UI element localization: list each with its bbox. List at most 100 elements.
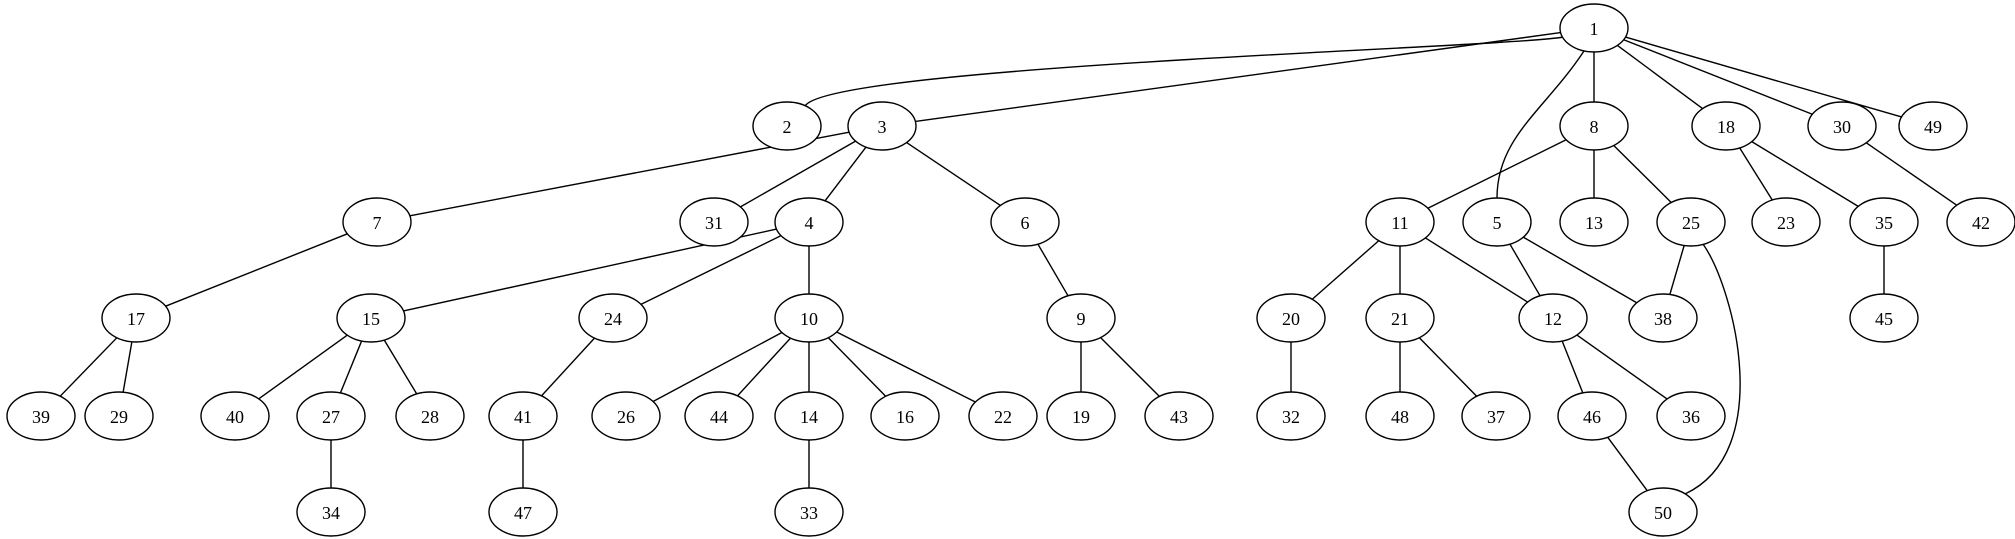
edge-25-50 — [1684, 243, 1741, 495]
node-14-label: 14 — [800, 407, 818, 427]
node-36-label: 36 — [1682, 407, 1700, 427]
node-38-ellipse — [1628, 293, 1698, 343]
node-35-label: 35 — [1875, 213, 1893, 233]
node-36: 36 — [1656, 391, 1726, 441]
edge-3-4 — [824, 146, 867, 202]
node-50: 50 — [1628, 487, 1698, 537]
edge-15-27 — [339, 340, 363, 394]
node-30: 30 — [1807, 101, 1877, 151]
edge-5-38 — [1522, 236, 1638, 304]
edge-6-9 — [1037, 243, 1069, 297]
edge-8-11 — [1427, 139, 1567, 209]
node-13-label: 13 — [1585, 213, 1603, 233]
node-8-ellipse — [1559, 101, 1629, 151]
node-29: 29 — [84, 391, 154, 441]
node-44-ellipse — [684, 391, 754, 441]
node-40-ellipse — [200, 391, 270, 441]
node-44: 44 — [684, 391, 754, 441]
node-18-label: 18 — [1717, 117, 1735, 137]
node-30-ellipse — [1807, 101, 1877, 151]
node-40-label: 40 — [226, 407, 244, 427]
edge-46-50 — [1607, 436, 1648, 492]
node-15-ellipse — [336, 293, 406, 343]
node-39-label: 39 — [32, 407, 50, 427]
node-22-label: 22 — [994, 407, 1012, 427]
node-33-label: 33 — [800, 503, 818, 523]
node-24-label: 24 — [604, 309, 622, 329]
node-38: 38 — [1628, 293, 1698, 343]
node-41-ellipse — [488, 391, 558, 441]
edge-11-20 — [1311, 240, 1380, 300]
node-6: 6 — [990, 197, 1060, 247]
node-5: 5 — [1462, 197, 1532, 247]
node-19-label: 19 — [1072, 407, 1090, 427]
edge-21-37 — [1418, 337, 1478, 397]
node-32-ellipse — [1256, 391, 1326, 441]
node-11-ellipse — [1365, 197, 1435, 247]
node-10-ellipse — [774, 293, 844, 343]
node-14: 14 — [774, 391, 844, 441]
node-47-label: 47 — [514, 503, 532, 523]
edge-1-5 — [1496, 50, 1585, 199]
node-50-label: 50 — [1654, 503, 1672, 523]
node-28: 28 — [395, 391, 465, 441]
node-37-ellipse — [1461, 391, 1531, 441]
edge-15-40 — [258, 334, 348, 400]
node-39-ellipse — [6, 391, 76, 441]
node-49-ellipse — [1898, 101, 1968, 151]
edge-8-25 — [1613, 145, 1672, 203]
node-49: 49 — [1898, 101, 1968, 151]
node-16-ellipse — [870, 391, 940, 441]
node-45-ellipse — [1849, 293, 1919, 343]
node-15: 15 — [336, 293, 406, 343]
edge-1-18 — [1617, 44, 1703, 110]
node-36-ellipse — [1656, 391, 1726, 441]
node-43: 43 — [1144, 391, 1214, 441]
edge-17-29 — [122, 341, 133, 393]
node-17-ellipse — [101, 293, 171, 343]
node-46-label: 46 — [1583, 407, 1601, 427]
edge-3-6 — [906, 141, 1001, 207]
edge-1-3 — [915, 31, 1561, 123]
node-34: 34 — [296, 487, 366, 537]
node-34-label: 34 — [322, 503, 340, 523]
node-23-ellipse — [1751, 197, 1821, 247]
edge-1-2 — [804, 36, 1565, 107]
node-35-ellipse — [1849, 197, 1919, 247]
node-13-ellipse — [1559, 197, 1629, 247]
node-37-label: 37 — [1487, 407, 1505, 427]
node-4-ellipse — [774, 197, 844, 247]
edge-10-44 — [736, 337, 792, 397]
node-6-ellipse — [990, 197, 1060, 247]
node-20-label: 20 — [1282, 309, 1300, 329]
node-7: 7 — [342, 197, 412, 247]
node-22-ellipse — [968, 391, 1038, 441]
node-31: 31 — [679, 197, 749, 247]
node-47-ellipse — [488, 487, 558, 537]
node-45-label: 45 — [1875, 309, 1893, 329]
node-39: 39 — [6, 391, 76, 441]
node-29-ellipse — [84, 391, 154, 441]
node-19-ellipse — [1046, 391, 1116, 441]
edge-10-16 — [827, 337, 887, 397]
node-3: 3 — [847, 101, 917, 151]
node-9-label: 9 — [1077, 309, 1086, 329]
edge-7-17 — [165, 233, 348, 307]
node-42: 42 — [1946, 197, 2015, 247]
node-15-label: 15 — [362, 309, 380, 329]
node-5-ellipse — [1462, 197, 1532, 247]
node-45: 45 — [1849, 293, 1919, 343]
node-11-label: 11 — [1391, 213, 1408, 233]
node-4-label: 4 — [805, 213, 814, 233]
node-2: 2 — [752, 101, 822, 151]
node-33-ellipse — [774, 487, 844, 537]
node-48-ellipse — [1365, 391, 1435, 441]
node-26-label: 26 — [617, 407, 635, 427]
node-35: 35 — [1849, 197, 1919, 247]
node-40: 40 — [200, 391, 270, 441]
node-27: 27 — [296, 391, 366, 441]
node-2-label: 2 — [783, 117, 792, 137]
node-12: 12 — [1518, 293, 1588, 343]
